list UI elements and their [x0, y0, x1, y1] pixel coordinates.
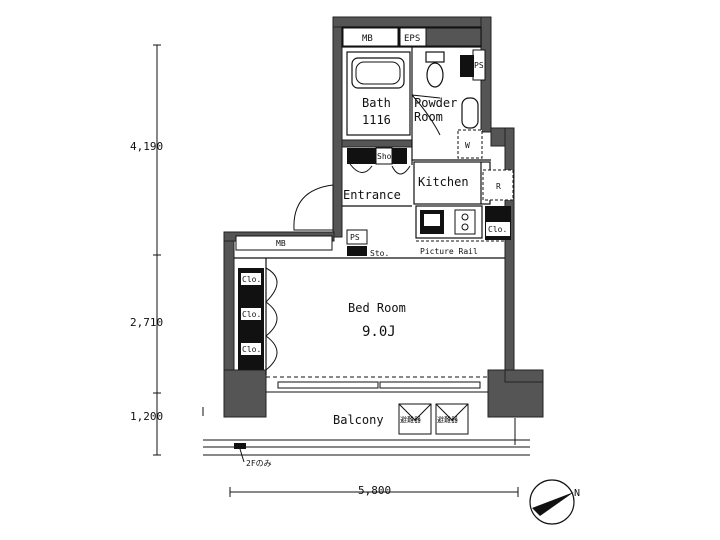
horizontal-dimension-line [229, 487, 519, 497]
mb-top-box [342, 27, 399, 47]
refrigerator-label: R [496, 182, 501, 191]
toilet-icon [425, 51, 445, 88]
balcony-railing [202, 407, 530, 456]
entrance-door-swing [293, 184, 334, 231]
kitchen-sink-inner [424, 214, 440, 226]
mb-top-label: MB [362, 34, 373, 44]
ps-mid-label: PS [350, 233, 360, 242]
vertical-dimension-line [153, 44, 161, 456]
storage-label: Sto. [370, 249, 389, 258]
kitchen-label: Kitchen [418, 175, 469, 189]
entrance-label: Entrance [343, 188, 401, 202]
clo-bed-label-3: Clo. [242, 345, 261, 354]
drain-marker [234, 443, 246, 449]
sink-icon [461, 97, 479, 129]
svg-text:避難器: 避難器 [400, 415, 421, 424]
picture-rail-label: Picture Rail [420, 247, 478, 256]
upper-wall-fill [425, 27, 482, 47]
washer-area [457, 129, 483, 159]
bath-size: 1116 [362, 113, 391, 127]
powder-door-swing [411, 94, 441, 136]
clo-bed-label-2: Clo. [242, 310, 261, 319]
stove-burner-1 [461, 213, 469, 221]
powder-label-2: Room [414, 110, 443, 124]
ps-top-label: PS [474, 61, 484, 70]
dimension-1200: 1,200 [130, 410, 163, 423]
clo-bed-label-1: Clo. [242, 275, 261, 284]
note-leader [239, 448, 245, 463]
dimension-2710: 2,710 [130, 316, 163, 329]
stove-burner-2 [461, 223, 469, 231]
bed-room-label: Bed Room [348, 301, 406, 315]
bed-closets [238, 268, 264, 370]
bathtub-inner [355, 61, 401, 85]
mb-mid-label: MB [276, 239, 286, 248]
bed-room-size: 9.0J [362, 324, 396, 340]
eps-label: EPS [404, 34, 420, 44]
dimension-4190: 4,190 [130, 140, 163, 153]
mb-mid-box [235, 235, 333, 251]
ps-top-pipe [460, 55, 474, 77]
dimension-5800: 5,800 [358, 484, 391, 497]
north-label: N [574, 488, 580, 499]
clo-kitchen-label-box [486, 222, 510, 236]
storage-box [347, 246, 367, 256]
shoes-label: Shoes [377, 152, 401, 161]
aircon-unit-1: 避難器 [398, 403, 432, 435]
bath-label: Bath [362, 96, 391, 110]
svg-text:避難器: 避難器 [437, 415, 458, 424]
clo-kitchen-label: Clo. [488, 225, 507, 234]
balcony-label: Balcony [333, 413, 384, 427]
note-2f: 2Fのみ [246, 459, 272, 468]
north-arrow-icon [529, 479, 575, 525]
shoes-door-swing [349, 163, 411, 175]
powder-label-1: Powder [414, 96, 457, 110]
shoes-label-box [375, 147, 393, 165]
balcony-window [266, 376, 488, 393]
closet-door-swings [265, 267, 278, 371]
washer-label: W [465, 141, 470, 150]
stove [454, 209, 476, 235]
interior-lines [234, 26, 505, 375]
ps-mid-box [346, 229, 368, 245]
refrigerator-box [482, 169, 514, 201]
aircon-unit-2: 避難器 [435, 403, 469, 435]
